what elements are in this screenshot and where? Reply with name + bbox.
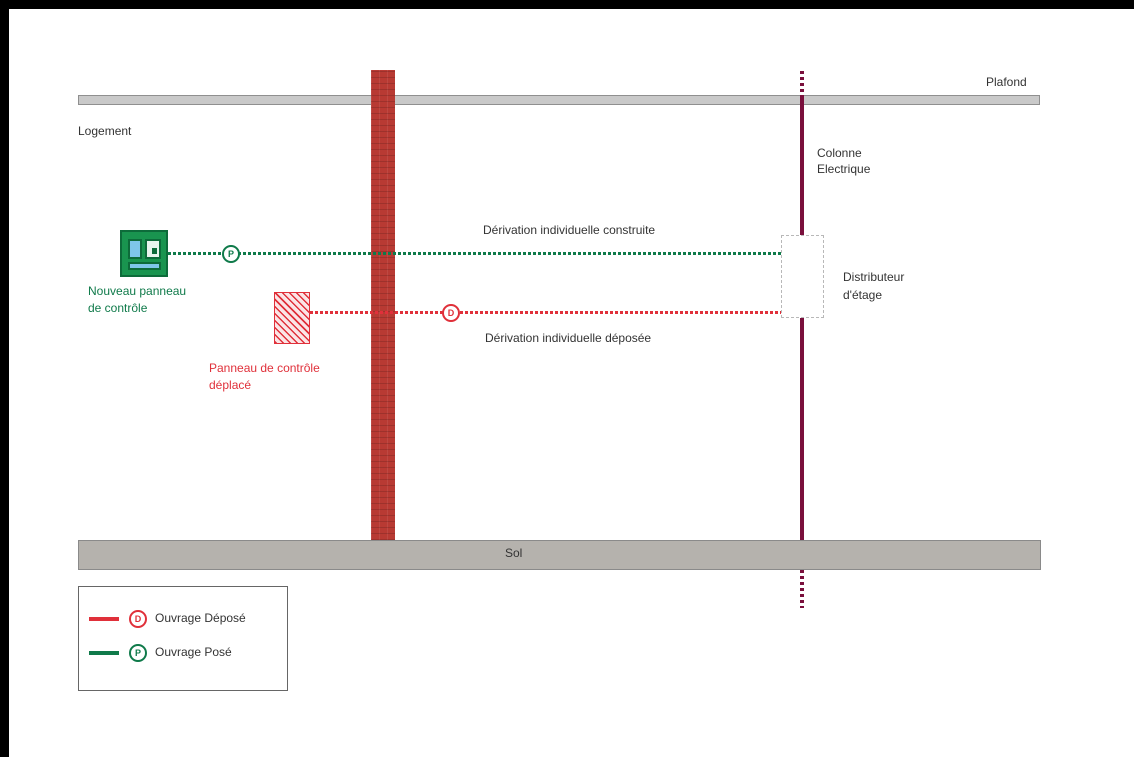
electrical-column bbox=[800, 97, 804, 541]
legend-item-installed: P Ouvrage Posé bbox=[79, 642, 287, 662]
legend-swatch-removed bbox=[89, 617, 119, 621]
floor-slab bbox=[78, 540, 1041, 570]
ceiling-slab bbox=[78, 95, 1040, 105]
new-panel-label-line1: Nouveau panneau bbox=[88, 284, 187, 298]
column-continuation-bottom bbox=[800, 570, 804, 608]
new-control-panel-icon bbox=[120, 230, 168, 277]
column-continuation-top bbox=[800, 71, 804, 97]
new-panel-label-line2: de contrôle bbox=[88, 301, 148, 315]
column-label-line2: Electrique bbox=[817, 162, 871, 176]
floor-distributor-box bbox=[781, 235, 824, 318]
distributor-label-line2: d'étage bbox=[843, 288, 882, 302]
legend-label-installed: Ouvrage Posé bbox=[155, 645, 232, 659]
legend-marker-installed: P bbox=[129, 644, 147, 662]
legend: D Ouvrage Déposé P Ouvrage Posé bbox=[78, 586, 288, 691]
removed-branch-label: Dérivation individuelle déposée bbox=[485, 331, 652, 345]
installed-marker: P bbox=[222, 245, 240, 263]
moved-panel-label-line2: déplacé bbox=[209, 378, 252, 392]
dwelling-label: Logement bbox=[78, 124, 132, 138]
diagram-canvas: Plafond Logement Colonne Electrique Dist… bbox=[9, 9, 1134, 757]
legend-marker-removed: D bbox=[129, 610, 147, 628]
moved-control-panel-icon bbox=[274, 292, 310, 344]
moved-panel-label-line1: Panneau de contrôle bbox=[209, 361, 320, 375]
built-branch-line bbox=[168, 252, 781, 255]
floor-label: Sol bbox=[505, 546, 523, 560]
ceiling-label: Plafond bbox=[986, 75, 1027, 89]
column-label-line1: Colonne bbox=[817, 146, 862, 160]
distributor-label-line1: Distributeur bbox=[843, 270, 905, 284]
removed-marker: D bbox=[442, 304, 460, 322]
legend-label-removed: Ouvrage Déposé bbox=[155, 611, 246, 625]
brick-wall bbox=[371, 70, 395, 540]
built-branch-label: Dérivation individuelle construite bbox=[483, 223, 656, 237]
legend-item-removed: D Ouvrage Déposé bbox=[79, 608, 287, 628]
legend-swatch-installed bbox=[89, 651, 119, 655]
removed-branch-line bbox=[310, 311, 781, 314]
